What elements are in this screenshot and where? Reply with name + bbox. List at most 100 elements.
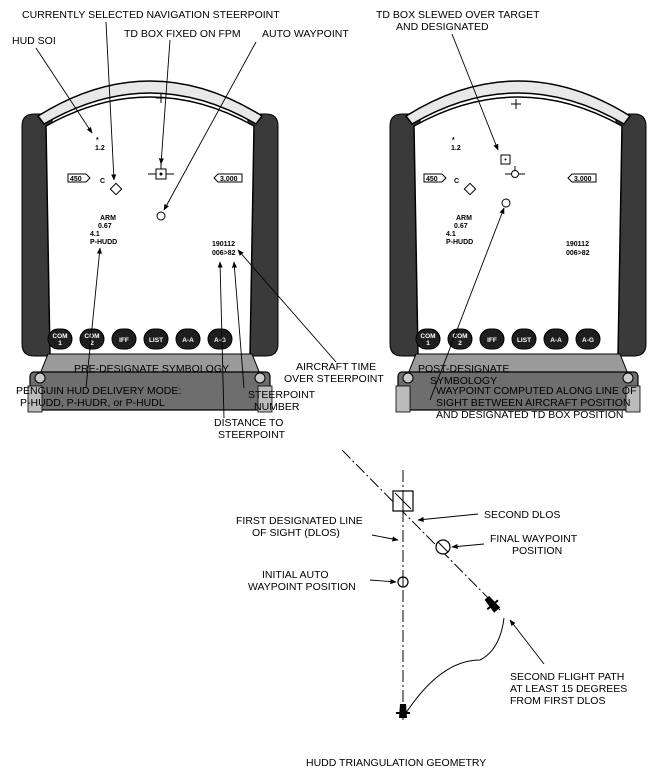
hud-soi-range: 1.2 — [95, 145, 105, 152]
label-waypoint-computed-3: AND DESIGNATED TD BOX POSITION — [436, 409, 623, 421]
hud-steer-line: 006>82 — [566, 250, 590, 257]
label-post-designate-2: SYMBOLOGY — [430, 375, 497, 387]
hud-arm: ARM — [456, 215, 472, 222]
hud-mode: P-HUDD — [446, 239, 473, 246]
hud-steer-line: 006>82 — [212, 250, 236, 257]
label-penguin-1: PENGUIN HUD DELIVERY MODE: — [16, 385, 181, 397]
steerpoint-diamond-icon — [109, 182, 123, 196]
button-a-g[interactable]: A-G — [575, 328, 601, 350]
second-flight-path — [403, 617, 505, 717]
svg-text:2: 2 — [90, 340, 94, 347]
svg-text:LIST: LIST — [149, 337, 163, 344]
label-aircraft-time-2: OVER STEERPOINT — [284, 373, 384, 385]
triangulation-geometry: FIRST DESIGNATED LINE OF SIGHT (DLOS) SE… — [236, 449, 627, 769]
boresight-cross-icon — [156, 93, 166, 103]
svg-text:1: 1 — [426, 340, 430, 347]
auto-waypoint-icon — [156, 211, 166, 221]
svg-text:COM: COM — [52, 333, 67, 340]
label-second-path-1: SECOND FLIGHT PATH — [510, 671, 624, 683]
hud-mode-c: C — [454, 178, 459, 185]
hud-arm: ARM — [100, 215, 116, 222]
hud-mode: P-HUDD — [90, 239, 117, 246]
hud-time: 190112 — [212, 241, 235, 248]
post-designate-hud: * 1.2 450 C 3,000 ARM 0.67 4.1 P-HUDD 19… — [389, 80, 647, 413]
label-initial-waypoint-1: INITIAL AUTO — [262, 569, 329, 581]
hud-time: 190112 — [566, 241, 589, 248]
hud-speed: 450 — [70, 176, 82, 183]
svg-text:COM: COM — [84, 333, 99, 340]
button-iff[interactable]: IFF — [111, 328, 137, 350]
hud-altitude: 3,000 — [574, 176, 592, 183]
label-waypoint-computed-1: WAYPOINT COMPUTED ALONG LINE OF — [436, 385, 637, 397]
hud-soi-marker: * — [96, 137, 99, 144]
aircraft-icon — [484, 595, 501, 613]
pre-designate-hud: * 1.2 450 C 3,000 ARM 0.67 4.1 P-HUDD 19… — [21, 80, 279, 413]
svg-text:A-A: A-A — [550, 337, 562, 344]
svg-text:IFF: IFF — [487, 337, 497, 344]
boresight-cross-icon — [511, 99, 521, 109]
hud-speed: 450 — [426, 176, 438, 183]
hud-range-val: 4.1 — [446, 231, 456, 238]
label-distance-2: STEERPOINT — [218, 429, 286, 441]
svg-text:2: 2 — [458, 340, 462, 347]
label-hud-soi: HUD SOI — [12, 35, 56, 47]
button-list[interactable]: LIST — [511, 328, 537, 350]
button-a-a[interactable]: A-A — [175, 328, 201, 350]
svg-text:LIST: LIST — [517, 337, 531, 344]
label-distance-1: DISTANCE TO — [214, 417, 283, 429]
auto-waypoint-icon — [501, 198, 511, 208]
hud-mode-c: C — [100, 178, 105, 185]
label-second-dlos: SECOND DLOS — [484, 509, 560, 521]
label-penguin-2: P-HUDD, P-HUDR, or P-HUDL — [20, 397, 165, 409]
hud-arm-val: 0.67 — [454, 223, 468, 230]
svg-text:IFF: IFF — [119, 337, 129, 344]
hud-soi-marker: * — [452, 137, 455, 144]
svg-text:A-G: A-G — [214, 337, 226, 344]
hud-arm-val: 0.67 — [98, 223, 112, 230]
button-iff[interactable]: IFF — [479, 328, 505, 350]
second-dlos-line — [341, 449, 501, 611]
button-a-g[interactable]: A-G — [207, 328, 233, 350]
label-final-waypoint-2: POSITION — [512, 545, 562, 557]
label-td-box-fpm: TD BOX FIXED ON FPM — [124, 28, 241, 40]
steerpoint-diamond-icon — [463, 182, 477, 196]
callout-leaders — [35, 21, 505, 419]
label-td-box-slewed-1: TD BOX SLEWED OVER TARGET — [376, 9, 540, 21]
label-first-dlos-1: FIRST DESIGNATED LINE — [236, 515, 363, 527]
label-second-path-2: AT LEAST 15 DEGREES — [510, 683, 627, 695]
hud-altitude: 3,000 — [220, 176, 238, 183]
label-initial-waypoint-2: WAYPOINT POSITION — [248, 581, 356, 593]
label-final-waypoint-1: FINAL WAYPOINT — [490, 533, 578, 545]
label-first-dlos-2: OF SIGHT (DLOS) — [252, 527, 340, 539]
hud-range-val: 4.1 — [90, 231, 100, 238]
label-td-box-slewed-2: AND DESIGNATED — [396, 21, 489, 33]
label-aircraft-time-1: AIRCRAFT TIME — [296, 361, 376, 373]
label-second-path-3: FROM FIRST DLOS — [510, 695, 605, 707]
fpm-icon — [505, 166, 525, 178]
label-steerpoint-number-1: STEERPOINT — [248, 389, 316, 401]
label-post-designate-1: POST-DESIGNATE — [418, 363, 509, 375]
button-list[interactable]: LIST — [143, 328, 169, 350]
label-waypoint-computed-2: SIGHT BETWEEN AIRCRAFT POSITION — [436, 397, 630, 409]
callout-labels: CURRENTLY SELECTED NAVIGATION STEERPOINT… — [12, 9, 637, 441]
svg-text:A-A: A-A — [182, 337, 194, 344]
td-box-fpm-icon — [148, 164, 174, 180]
svg-text:1: 1 — [58, 340, 62, 347]
button-a-a[interactable]: A-A — [543, 328, 569, 350]
svg-text:A-G: A-G — [582, 337, 594, 344]
hud-soi-range: 1.2 — [451, 145, 461, 152]
label-pre-designate: PRE-DESIGNATE SYMBOLOGY — [74, 363, 229, 375]
svg-text:COM: COM — [452, 333, 467, 340]
label-current-steerpoint: CURRENTLY SELECTED NAVIGATION STEERPOINT — [22, 9, 280, 21]
svg-text:COM: COM — [420, 333, 435, 340]
label-auto-waypoint: AUTO WAYPOINT — [262, 28, 349, 40]
label-steerpoint-number-2: NUMBER — [254, 401, 300, 413]
geometry-title: HUDD TRIANGULATION GEOMETRY — [306, 757, 486, 769]
